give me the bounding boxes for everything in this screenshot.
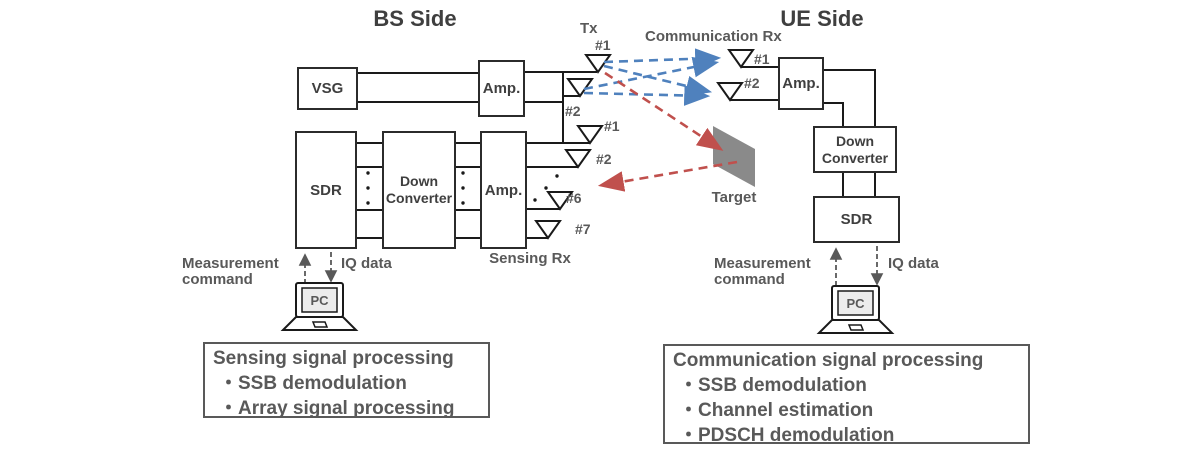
ue-side-title: UE Side [780,6,864,31]
pc-links [298,246,884,286]
ue-measurement-command-label: Measurement command [714,255,811,288]
sensing-antenna-1-label: #1 [604,118,620,134]
bs-side-title: BS Side [373,6,457,31]
sensing-antenna-1 [576,125,604,145]
communication-processing-item: ・SSB demodulation [679,375,867,396]
communication-paths [583,48,722,106]
comm-rx-antenna-1-label: #1 [754,51,770,67]
target-label: Target [711,189,757,206]
bs-sensing-amp-box: Amp. [480,131,527,249]
sensing-rx-label: Sensing Rx [489,250,571,267]
sensing-antenna-6 [546,191,574,211]
sensing-path-target-to-rx [597,160,738,192]
comm-rx-antenna-1 [727,49,755,69]
sensing-path-tx-to-target [604,71,724,151]
bs-laptop-icon [280,282,359,331]
sensing-processing-item: ・Array signal processing [219,398,455,419]
comm-rx-antenna-2 [716,82,744,102]
ue-pc-label: PC [846,295,865,311]
ue-amp-box: Amp. [778,57,824,110]
comm-path-tx2-rx2 [583,85,711,106]
ue-iq-data-label: IQ data [888,255,939,272]
communication-processing-title: Communication signal processing [673,350,984,371]
ue-down-converter-box: Down Converter [813,126,897,173]
channel-ellipsis-dots [366,171,559,205]
tx-antenna-2-label: #2 [565,103,581,119]
sensing-antenna-6-label: #6 [566,190,582,206]
sensing-antenna-2-label: #2 [596,151,612,167]
ue-wiring [730,66,876,196]
tx-antenna-1-label: #1 [595,37,611,53]
antennas [534,49,755,240]
comm-path-tx2-rx1 [583,56,720,91]
ue-sdr-box: SDR [813,196,900,243]
bs-down-converter-box: Down Converter [382,131,456,249]
comm-path-tx1-rx2 [603,64,713,97]
communication-processing-box: Communication signal processing ・SSB dem… [663,344,1030,446]
bs-pc-label: PC [310,292,329,308]
bs-sdr-box: SDR [295,131,357,249]
bs-iq-data-label: IQ data [341,255,392,272]
communication-processing-item: ・PDSCH demodulation [679,425,895,446]
tx-label: Tx [580,20,598,37]
communication-processing-item: ・Channel estimation [679,400,874,421]
bs-wiring [357,71,597,239]
comm-path-tx1-rx1 [603,48,722,70]
tx-antenna-1 [584,54,612,74]
bs-tx-amp-box: Amp. [478,60,525,117]
sensing-processing-item: ・SSB demodulation [219,373,407,394]
sensing-processing-box: Sensing signal processing ・SSB demodulat… [203,342,490,419]
sensing-paths [597,71,738,192]
communication-rx-label: Communication Rx [645,28,782,45]
target-plate [713,126,755,187]
vsg-box: VSG [297,67,358,110]
sensing-antenna-7-label: #7 [575,221,591,237]
bs-measurement-command-label: Measurement command [182,255,279,288]
sensing-antenna-2 [564,149,592,169]
comm-rx-antenna-2-label: #2 [744,75,760,91]
sensing-processing-title: Sensing signal processing [213,348,454,369]
ue-laptop-icon [816,285,895,334]
sensing-antenna-7 [534,220,562,240]
